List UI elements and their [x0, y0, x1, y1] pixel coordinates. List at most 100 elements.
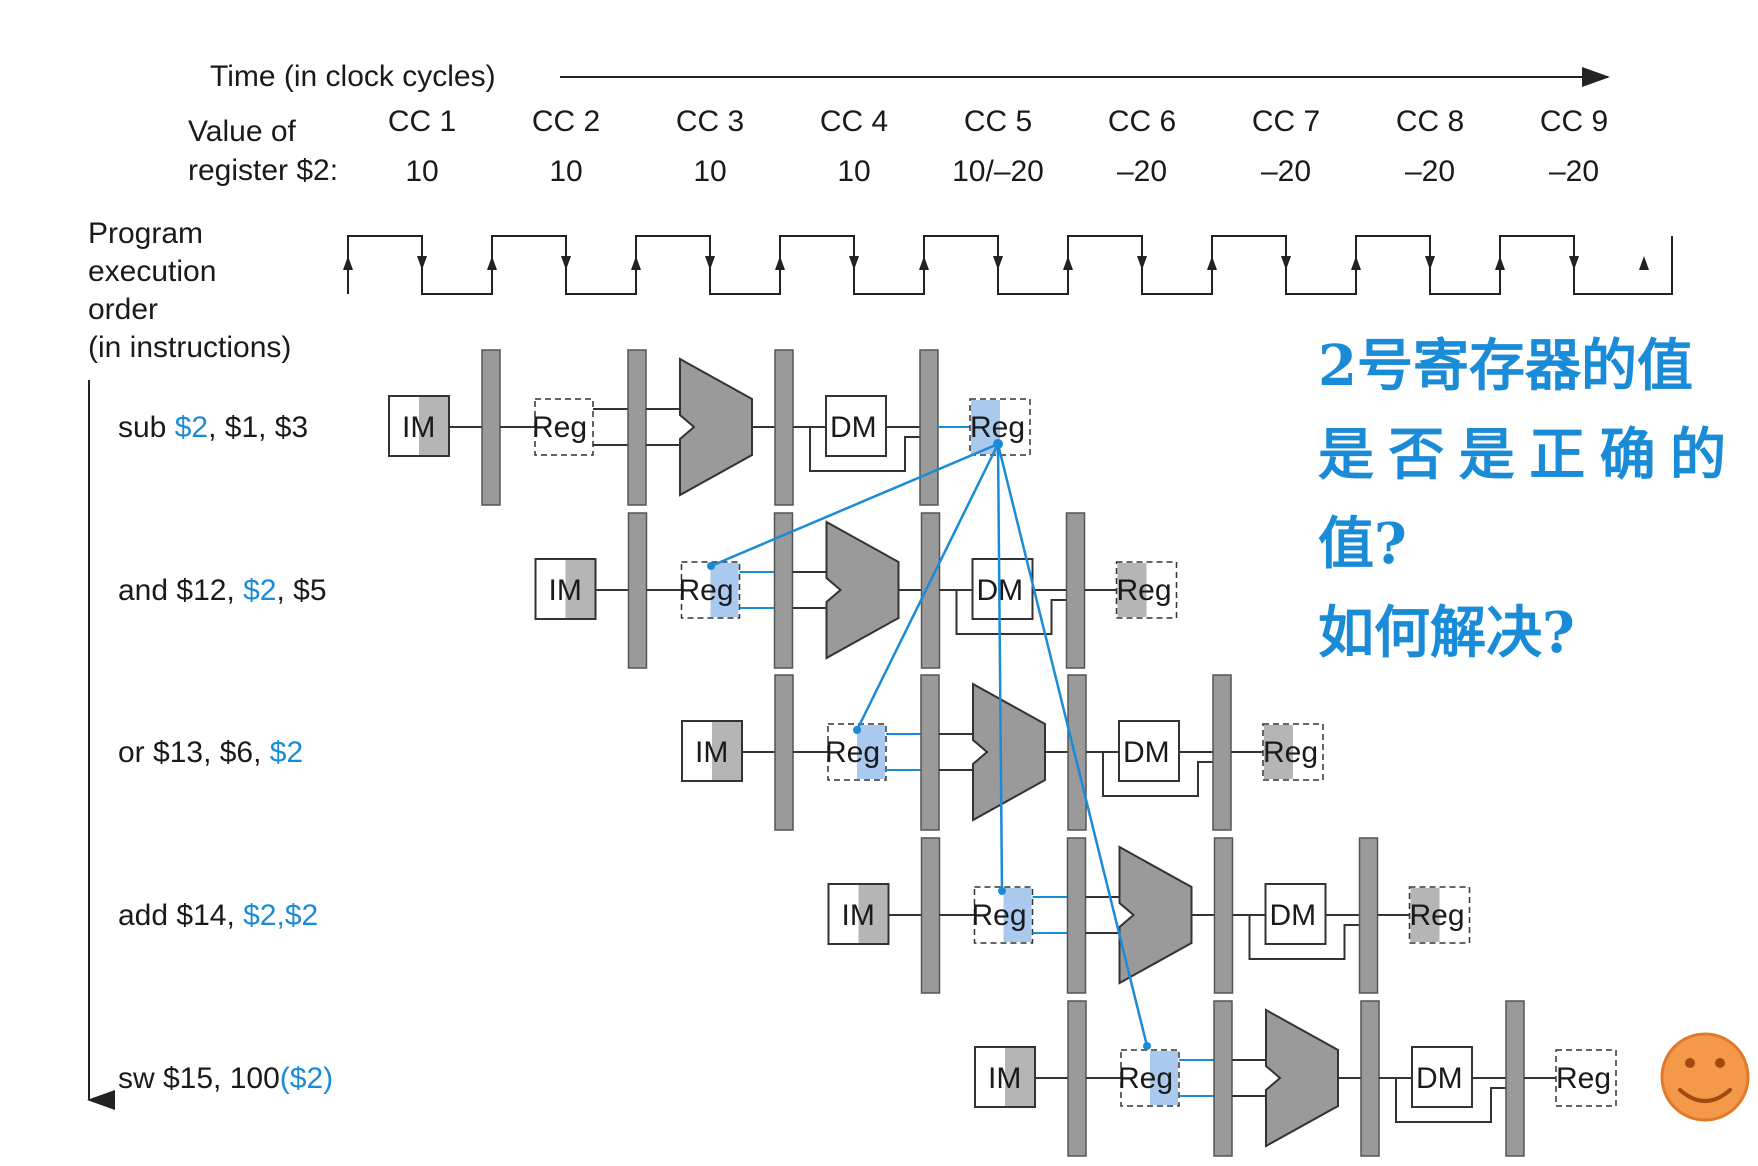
instruction-fragment: , $5 — [277, 574, 327, 607]
reg-read-label: Reg — [825, 736, 880, 769]
pipeline-register — [1213, 837, 1234, 994]
reg-write-label: Reg — [1263, 736, 1318, 769]
im-shade — [1005, 1048, 1034, 1106]
pipeline-register — [1358, 837, 1379, 994]
instruction-fragment: sw $15, 100 — [118, 1062, 280, 1095]
im-shade — [712, 722, 741, 780]
dependency-line — [855, 443, 1000, 731]
pipeline-register — [920, 512, 941, 669]
im-shade — [565, 560, 595, 618]
register-value: 10 — [549, 155, 582, 188]
instruction-text: and $12, $2, $5 — [118, 574, 327, 607]
pipeline-register — [1067, 674, 1087, 831]
pipeline-register — [481, 349, 501, 506]
im-shade — [858, 885, 888, 943]
rising-edge-arrow — [487, 256, 497, 270]
pipeline-register — [1360, 1000, 1380, 1157]
pipeline-register — [627, 512, 648, 669]
register-value: –20 — [1117, 155, 1167, 188]
cycle-label: CC 9 — [1540, 105, 1608, 138]
falling-edge-arrow — [561, 256, 571, 270]
instruction-fragment: and $12, — [118, 574, 243, 607]
falling-edge-arrow — [1281, 256, 1291, 270]
pipeline-register — [920, 837, 941, 994]
dm-box — [825, 395, 887, 457]
dependency-line — [996, 443, 1149, 1047]
falling-edge-arrow — [1425, 256, 1435, 270]
register-value: 10/–20 — [952, 155, 1044, 188]
instruction-fragment: , $1, $3 — [208, 411, 308, 444]
pipeline-register — [1065, 512, 1086, 669]
note-line: 如何解决? — [1318, 600, 1575, 666]
dm-box — [1411, 1046, 1473, 1108]
register-value: –20 — [1549, 155, 1599, 188]
falling-edge-arrow — [705, 256, 715, 270]
dependency-line — [710, 442, 999, 568]
instruction-fragment: or $13, $6, — [118, 736, 270, 769]
register-value: 10 — [405, 155, 438, 188]
register-value: 10 — [837, 155, 870, 188]
pipeline-register — [1212, 674, 1232, 831]
smiley-face-icon — [1660, 1032, 1750, 1122]
cycle-label: CC 2 — [532, 105, 600, 138]
note-line: 值? — [1318, 511, 1407, 577]
pipeline-register — [774, 674, 794, 831]
pipeline-register — [1067, 1000, 1087, 1157]
instruction-text: or $13, $6, $2 — [118, 736, 303, 769]
reg-read-shade — [857, 725, 885, 779]
alu-shape — [1118, 845, 1193, 985]
im-label: IM — [549, 574, 582, 607]
reg-read-shade — [710, 563, 739, 617]
reg-write-label: Reg — [970, 411, 1025, 444]
rising-edge-arrow — [1351, 256, 1361, 270]
question-note: 2号寄存器的值 是否是正确的 值? 如何解决? — [1318, 333, 1726, 666]
dm-label: DM — [830, 411, 877, 444]
reg-write-shade — [1264, 725, 1293, 779]
falling-edge-arrow — [1137, 256, 1147, 270]
reg-write-shade — [1410, 888, 1440, 942]
dependency-endpoint — [1143, 1042, 1151, 1050]
rising-edge-arrow — [919, 256, 929, 270]
pipeline-register — [627, 349, 647, 506]
dependency-source — [993, 439, 1003, 449]
instruction-text: sw $15, 100($2) — [118, 1062, 333, 1095]
reg-read-label: Reg — [1118, 1062, 1173, 1095]
dm-box — [1264, 883, 1327, 945]
reg-write-shade — [1117, 563, 1147, 617]
dependency-endpoint — [998, 887, 1006, 895]
note-line: 2号寄存器的值 — [1318, 333, 1693, 399]
highlighted-register: $2 — [243, 574, 276, 607]
dependency-line — [996, 443, 1004, 892]
alu-shape — [972, 682, 1046, 822]
reg-read-label: Reg — [532, 411, 587, 444]
rising-edge-arrow — [1207, 256, 1217, 270]
highlighted-register: $2,$2 — [243, 899, 318, 932]
rising-edge-arrow — [1063, 256, 1073, 270]
rising-edge-arrow — [631, 256, 641, 270]
rising-edge-arrow — [1639, 256, 1649, 270]
highlighted-register: $2 — [270, 736, 303, 769]
instruction-fragment: sub — [118, 411, 175, 444]
pipeline-register — [919, 349, 939, 506]
rising-edge-arrow — [343, 256, 353, 270]
value-label-line1: Value of — [188, 115, 297, 148]
dependency-endpoint — [707, 562, 715, 570]
dm-box — [1118, 720, 1180, 782]
pipeline-register — [774, 349, 794, 506]
im-label: IM — [695, 736, 728, 769]
reg-read-label: Reg — [972, 899, 1027, 932]
cycle-label: CC 4 — [820, 105, 888, 138]
cycle-label: CC 6 — [1108, 105, 1176, 138]
clock-signal — [347, 235, 1673, 295]
reg-read-label: Reg — [679, 574, 734, 607]
reg-write-label: Reg — [1410, 899, 1465, 932]
cycle-label: CC 8 — [1396, 105, 1464, 138]
